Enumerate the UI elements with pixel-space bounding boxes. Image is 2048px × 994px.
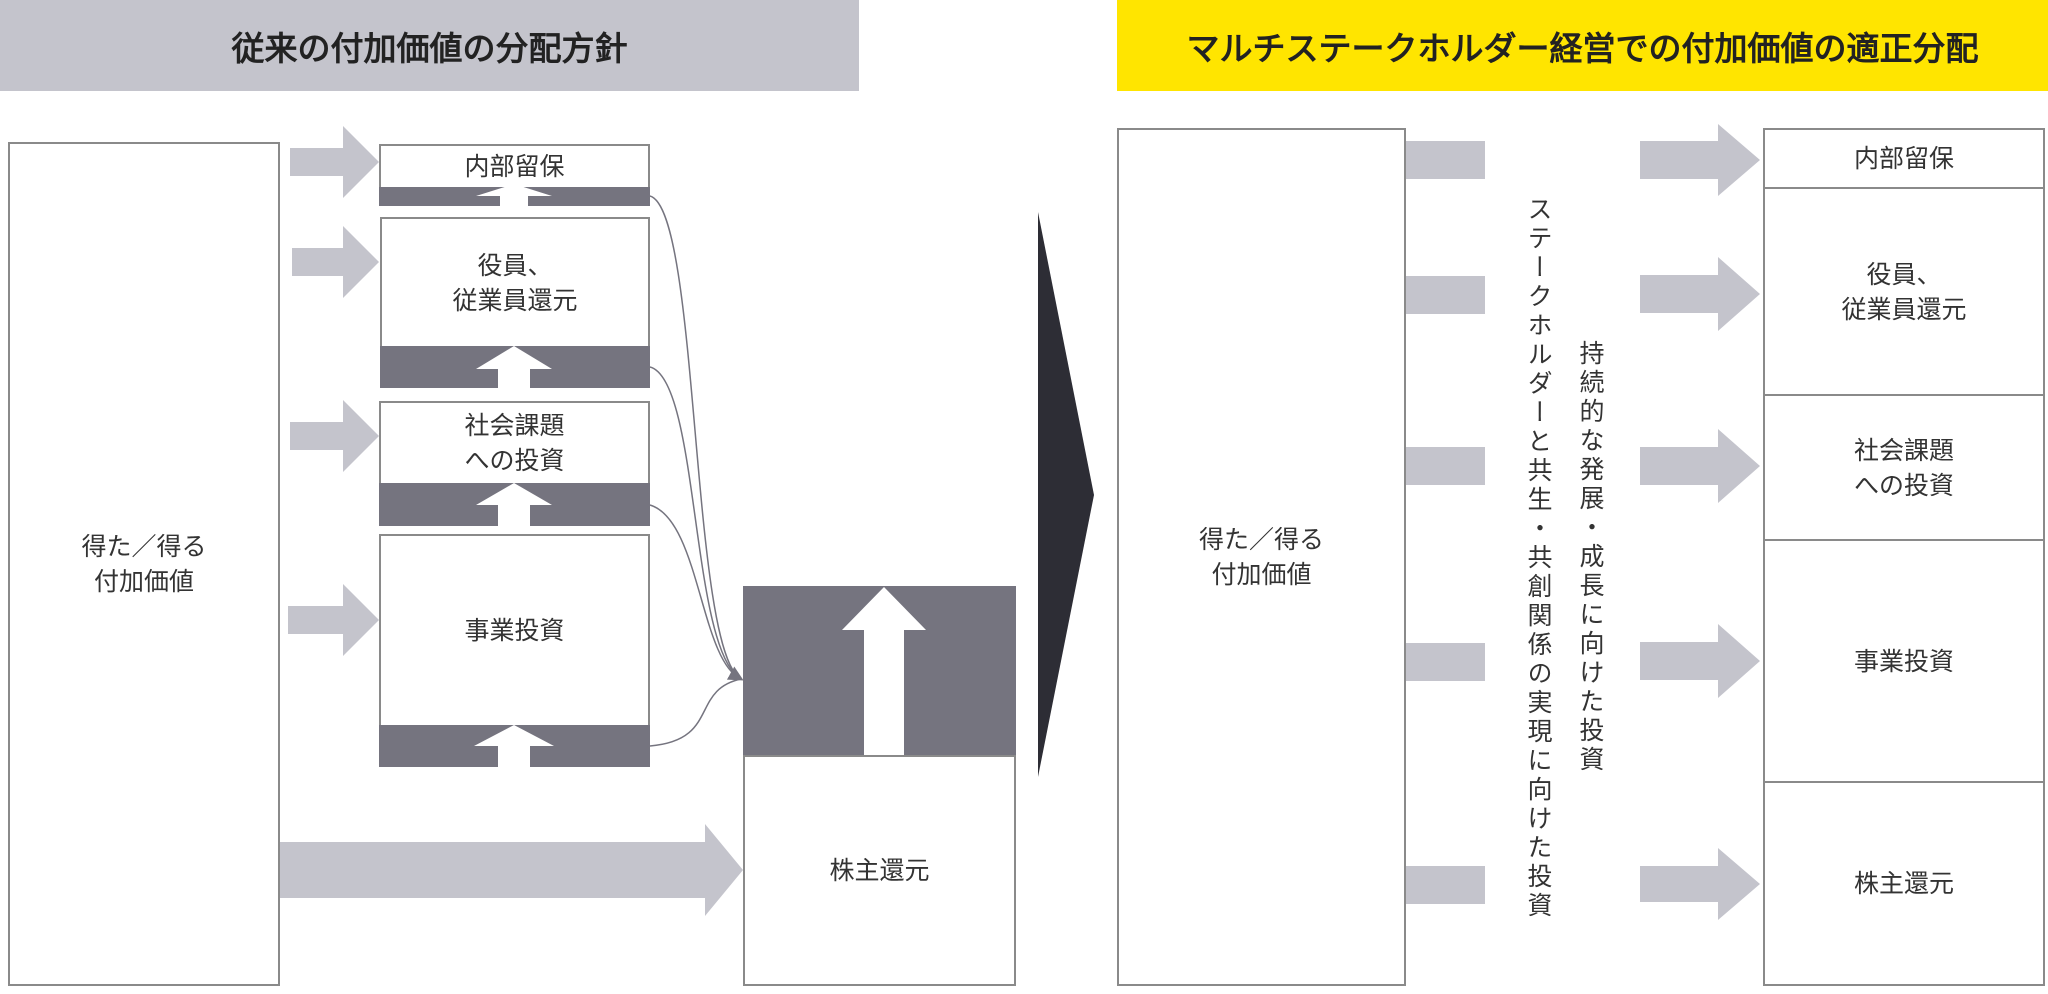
arrow-to-retained: [290, 126, 379, 198]
curve-employees: [649, 366, 742, 680]
arrow-to-shareholder: [280, 824, 743, 916]
bar-1: [1406, 141, 1485, 179]
right-title: マルチステークホルダー経営での付加価値の適正分配: [1117, 0, 2048, 91]
left-source-box: 得た／得る 付加価値: [8, 142, 280, 986]
right-item-business: 事業投資: [1763, 539, 2045, 783]
vertical-text-stakeholder: ステークホルダーと共生・共創関係の実現に向けた投資: [1524, 196, 1553, 921]
band: [379, 483, 650, 526]
arrow-right-2: [1640, 257, 1760, 331]
left-item-retained: 内部留保: [379, 144, 650, 189]
right-item-shareholder: 株主還元: [1763, 781, 2045, 986]
arrow-right-4: [1640, 624, 1760, 698]
bar-2: [1406, 276, 1485, 314]
left-item-business: 事業投資: [379, 534, 650, 727]
arrow-to-business: [288, 584, 379, 656]
right-item-employees: 役員、 従業員還元: [1763, 187, 2045, 396]
arrow-to-social: [290, 400, 379, 472]
bar-5: [1406, 866, 1485, 904]
arrow-right-3: [1640, 429, 1760, 503]
band: [380, 346, 650, 388]
right-item-retained: 内部留保: [1763, 128, 2045, 189]
arrow-right-1: [1640, 124, 1760, 196]
left-item-social: 社会課題 への投資: [379, 401, 650, 485]
arrow-to-employees: [292, 226, 379, 298]
bar-3: [1406, 447, 1485, 485]
band: [379, 725, 650, 767]
curve-business: [649, 678, 742, 747]
band: [379, 187, 650, 206]
left-item-shareholder: 株主還元: [743, 755, 1016, 986]
curve-social: [649, 504, 742, 680]
shareholder-band: [743, 586, 1016, 757]
bar-4: [1406, 643, 1485, 681]
arrow-right-5: [1640, 848, 1760, 920]
left-title: 従来の付加価値の分配方針: [0, 0, 859, 91]
vertical-text-sustainable: 持続的な発展・成長に向けた投資: [1576, 340, 1605, 775]
right-item-social: 社会課題 への投資: [1763, 394, 2045, 541]
right-source-box: 得た／得る 付加価値: [1117, 128, 1406, 986]
curve-retained: [649, 195, 744, 681]
left-item-employees: 役員、 従業員還元: [380, 217, 650, 348]
transition-triangle: [1038, 212, 1094, 777]
